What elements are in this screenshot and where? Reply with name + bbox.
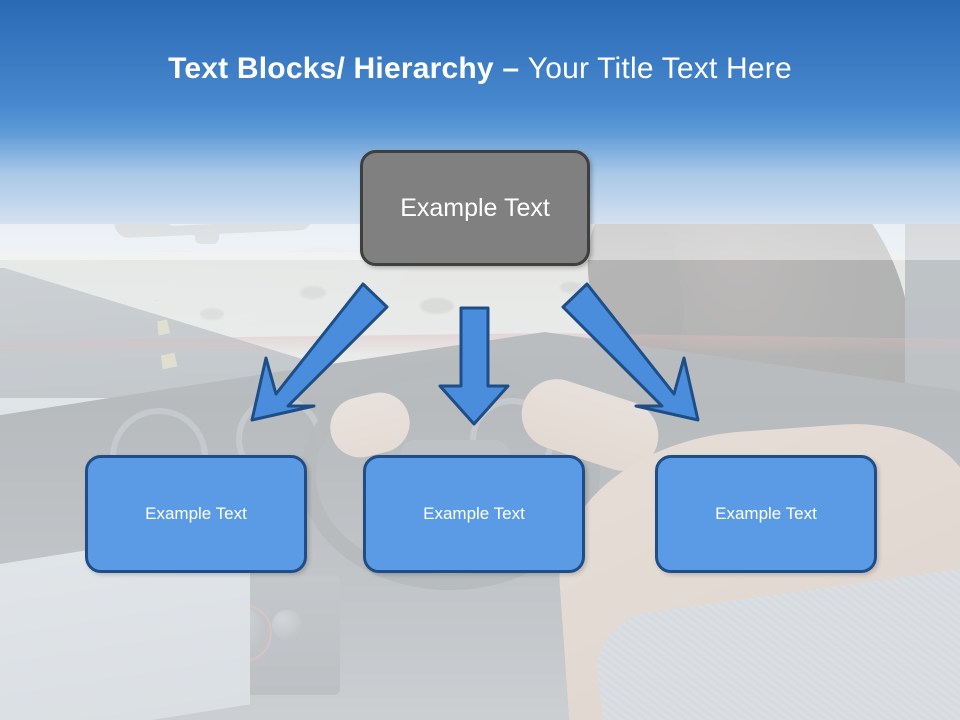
page-title-strong: Text Blocks/ Hierarchy — [168, 52, 503, 85]
arrow-down-icon — [438, 306, 510, 426]
page-title: Text Blocks/ Hierarchy – Your Title Text… — [0, 52, 960, 86]
parent-box[interactable]: Example Text — [360, 150, 590, 266]
child-box-1-label: Example Text — [145, 504, 247, 523]
child-box-2[interactable]: Example Text — [363, 455, 585, 573]
page-title-dash: – — [502, 52, 528, 85]
child-box-3[interactable]: Example Text — [655, 455, 877, 573]
page-title-rest: Your Title Text Here — [527, 52, 792, 85]
title-banner — [0, 0, 960, 132]
child-box-3-label: Example Text — [715, 504, 817, 523]
child-box-1[interactable]: Example Text — [85, 455, 307, 573]
arrow-down-left-icon — [250, 282, 389, 422]
child-box-2-label: Example Text — [423, 504, 525, 523]
parent-box-label: Example Text — [400, 193, 550, 222]
arrow-down-right-icon — [561, 282, 700, 422]
